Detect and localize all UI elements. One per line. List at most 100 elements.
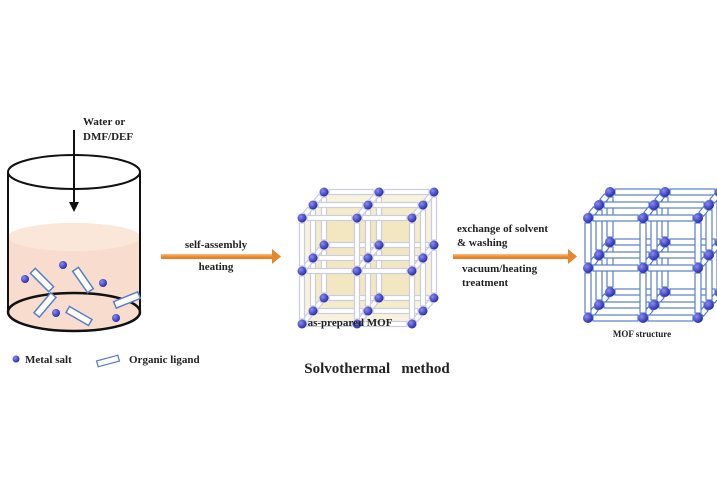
solution-surface xyxy=(8,223,140,251)
metal-node xyxy=(429,240,439,250)
metal-node xyxy=(418,306,428,316)
ligand-linker xyxy=(328,294,375,302)
step2-label-bottom-line2: treatment xyxy=(462,277,509,289)
metal-node xyxy=(660,237,670,247)
ligand-linker xyxy=(584,272,592,314)
metal-node xyxy=(407,266,417,276)
metal-node xyxy=(693,213,703,223)
diagram-title: Solvothermal method xyxy=(304,361,450,377)
ligand-linker xyxy=(306,267,353,275)
ligand-linker xyxy=(372,307,419,315)
metal-node xyxy=(407,213,417,223)
metal-salt xyxy=(99,279,107,287)
ligand-linker xyxy=(658,201,705,209)
ligand-linker xyxy=(306,320,353,328)
ligand-linker xyxy=(357,259,368,270)
metal-salt xyxy=(21,275,29,283)
legend-ligand-label: Organic ligand xyxy=(129,354,200,366)
ligand-linker xyxy=(698,206,709,217)
metal-node xyxy=(352,266,362,276)
metal-node xyxy=(297,213,307,223)
ligand xyxy=(71,266,95,294)
metal-node xyxy=(649,250,659,260)
ligand-linker xyxy=(357,206,368,217)
ligand-linker xyxy=(368,193,379,204)
ligand-linker xyxy=(298,222,306,267)
ligand-linker xyxy=(361,320,408,328)
ligand-linker xyxy=(592,314,639,322)
ligand xyxy=(29,267,55,293)
legend: Metal salt Organic ligand xyxy=(12,354,200,368)
ligand-linker xyxy=(302,259,313,270)
ligand-linker xyxy=(313,246,324,257)
ligand-linker xyxy=(639,272,647,314)
ligand-linker xyxy=(705,259,713,301)
metal-node xyxy=(638,313,648,323)
ligand-linker xyxy=(647,264,694,272)
metal-node xyxy=(363,253,373,263)
metal-node xyxy=(638,213,648,223)
ligand-linker xyxy=(647,314,694,322)
metal-node xyxy=(660,187,670,197)
metal-node xyxy=(693,313,703,323)
ligand-linker xyxy=(372,201,419,209)
input-arrow xyxy=(69,130,79,212)
metal-node xyxy=(363,306,373,316)
ligand-linker xyxy=(592,214,639,222)
ligand-linker xyxy=(383,294,430,302)
activation-arrow xyxy=(453,249,577,264)
ligand-linker xyxy=(694,222,702,264)
ligand-linker xyxy=(317,201,364,209)
beaker-contents xyxy=(21,261,142,327)
ligand-linker xyxy=(412,259,423,270)
legend-metal-salt-label: Metal salt xyxy=(25,354,72,366)
ligand-linker xyxy=(317,254,364,262)
metal-node xyxy=(605,287,615,297)
metal-salt xyxy=(112,314,120,322)
ligand-linker xyxy=(643,206,654,217)
metal-node xyxy=(319,240,329,250)
ligand-linker xyxy=(599,193,610,204)
metal-salt xyxy=(52,309,60,317)
metal-node xyxy=(638,263,648,273)
step2-label-top-line1: exchange of solvent xyxy=(457,223,548,235)
mof-structure-caption: MOF structure xyxy=(613,329,671,339)
ligand-linker xyxy=(423,299,434,310)
ligand-linker xyxy=(639,222,647,264)
ligand-linker xyxy=(298,275,306,320)
ligand-linker xyxy=(383,241,430,249)
ligand-linker xyxy=(592,264,639,272)
metal-node xyxy=(594,200,604,210)
ligand-linker xyxy=(353,222,361,267)
ligand-linker xyxy=(423,246,434,257)
self-assembly-arrow xyxy=(161,249,281,264)
ligand-linker xyxy=(423,193,434,204)
ligand-linker xyxy=(584,222,592,264)
metal-node xyxy=(308,253,318,263)
ligand-linker xyxy=(408,222,416,267)
ligand-linker xyxy=(302,206,313,217)
ligand-linker xyxy=(694,272,702,314)
metal-node xyxy=(297,319,307,329)
ligand-linker xyxy=(588,206,599,217)
ligand-linker xyxy=(412,206,423,217)
ligand-linker xyxy=(302,312,313,323)
metal-node xyxy=(418,200,428,210)
metal-node xyxy=(352,213,362,223)
as-prepared-caption: as-prepared MOF xyxy=(308,317,393,329)
metal-node xyxy=(374,187,384,197)
ligand-linker xyxy=(328,188,375,196)
metal-node xyxy=(704,300,714,310)
ligand-linker xyxy=(372,254,419,262)
metal-node xyxy=(605,187,615,197)
ligand-linker xyxy=(654,193,665,204)
metal-node xyxy=(693,263,703,273)
metal-node xyxy=(374,293,384,303)
metal-node xyxy=(583,263,593,273)
input-label-line1: Water or xyxy=(83,116,125,128)
ligand-linker xyxy=(383,188,430,196)
legend-ligand-icon xyxy=(95,354,121,368)
ligand-linker xyxy=(357,312,368,323)
metal-node xyxy=(374,240,384,250)
